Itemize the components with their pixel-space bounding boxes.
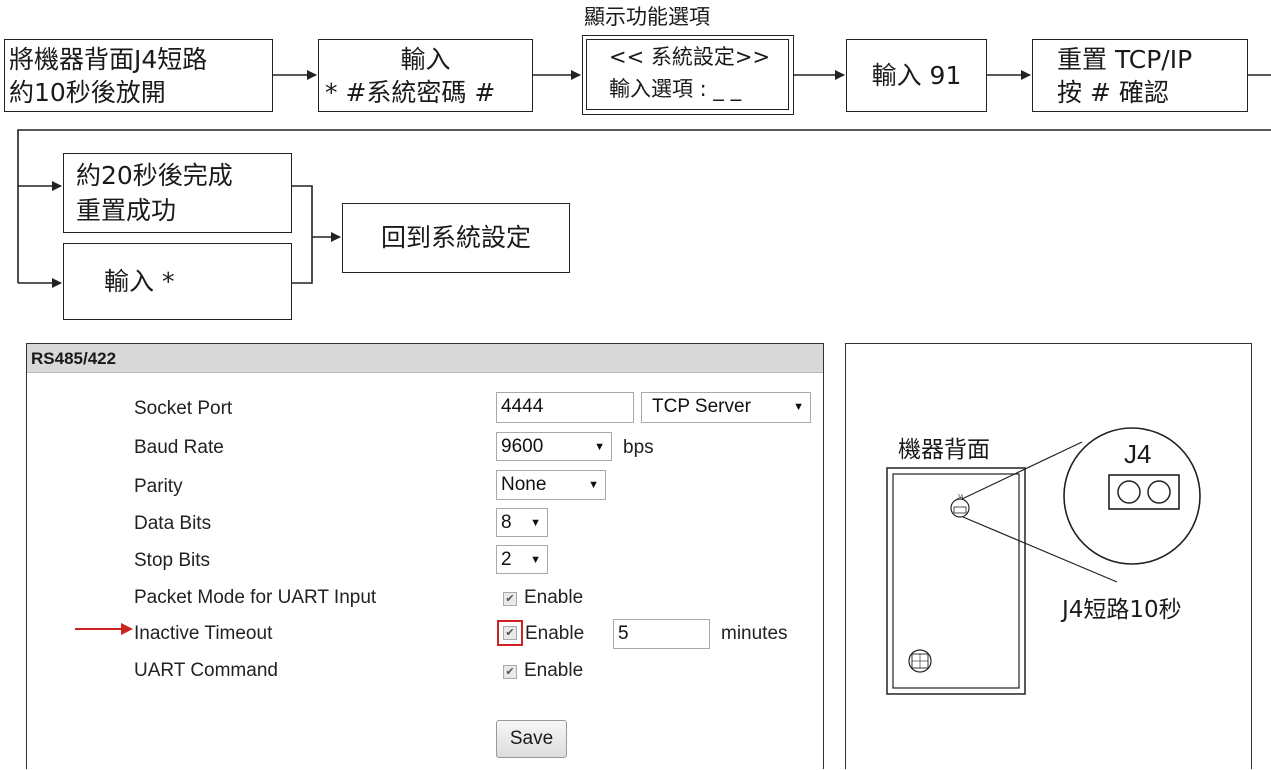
step2-line1: 輸入 [400, 45, 451, 74]
step2-box: 輸入 * #系統密碼 # [318, 39, 533, 112]
baud-rate-select[interactable]: 9600 ▼ [496, 432, 612, 461]
j4-zoom-circle [1063, 427, 1201, 565]
cancel-box: 輸入 * [63, 243, 292, 320]
j4-zoom-label: J4 [1124, 439, 1152, 469]
chevron-down-icon: ▼ [588, 479, 599, 491]
j4-small-text: J4 [956, 495, 964, 501]
j4-note: J4短路10秒 [1062, 597, 1182, 623]
baud-rate-value: 9600 [501, 436, 544, 457]
socket-port-input[interactable]: 4444 [496, 392, 634, 423]
baud-rate-label: Baud Rate [134, 437, 224, 458]
step3-line1: << 系統設定>> [609, 45, 771, 69]
stop-bits-select[interactable]: 2 ▼ [496, 545, 548, 574]
step2-line2: * #系統密碼 # [325, 78, 496, 107]
socket-mode-select[interactable]: TCP Server ▼ [641, 392, 811, 423]
step5-box: 重置 TCP/IP 按 # 確認 [1032, 39, 1248, 112]
parity-select[interactable]: None ▼ [496, 470, 606, 500]
device-back-panel: 機器背面 J4 J4 J4短路10秒 [845, 343, 1252, 769]
inactive-timeout-checkbox[interactable]: ✔ [503, 626, 517, 640]
step3-box: << 系統設定>> 輸入選項 : _ _ [582, 35, 794, 115]
chevron-down-icon: ▼ [594, 441, 605, 453]
panel-title: RS485/422 [27, 344, 823, 373]
device-inner-frame [892, 473, 1020, 689]
device-back-label: 機器背面 [898, 437, 990, 463]
step5-line2: 按 # 確認 [1057, 78, 1169, 107]
inactive-timeout-input[interactable]: 5 [613, 619, 710, 649]
final-line1: 回到系統設定 [380, 223, 531, 252]
data-bits-select[interactable]: 8 ▼ [496, 508, 548, 537]
step1-line1: 將機器背面J4短路 [9, 45, 208, 74]
j4-header [1108, 474, 1180, 510]
packet-mode-label: Packet Mode for UART Input [134, 587, 377, 608]
socket-port-label: Socket Port [134, 398, 233, 419]
chevron-down-icon: ▼ [793, 401, 804, 413]
uart-command-option: Enable [524, 660, 584, 681]
step3-caption: 顯示功能選項 [584, 5, 710, 29]
uart-command-label: UART Command [134, 660, 278, 681]
step3-line2: 輸入選項 : _ _ [609, 77, 742, 101]
wrap-line-2 [17, 129, 1271, 283]
red-arrow-indicator [75, 623, 133, 635]
socket-mode-value: TCP Server [652, 396, 751, 417]
chevron-down-icon: ▼ [530, 517, 541, 529]
uart-command-checkbox[interactable]: ✔ [503, 665, 517, 679]
packet-mode-checkbox[interactable]: ✔ [503, 592, 517, 606]
step1-line2: 約10秒後放開 [9, 78, 166, 107]
flow-connectors [17, 70, 1271, 288]
highlight-frame [497, 620, 523, 646]
stop-bits-label: Stop Bits [134, 550, 211, 571]
device-drawing [886, 427, 1201, 695]
step4-line1: 輸入 91 [871, 61, 962, 90]
step3-inner-frame: << 系統設定>> 輸入選項 : _ _ [586, 39, 789, 110]
data-bits-label: Data Bits [134, 513, 212, 534]
baud-unit: bps [623, 437, 654, 458]
parity-label: Parity [134, 476, 183, 497]
j4-small-header [953, 506, 967, 514]
stop-bits-value: 2 [501, 549, 512, 570]
packet-mode-option: Enable [524, 587, 584, 608]
step1-box: 將機器背面J4短路 約10秒後放開 [4, 39, 273, 112]
success-box: 約20秒後完成 重置成功 [63, 153, 292, 233]
j4-pin-1 [1117, 480, 1141, 504]
inactive-timeout-unit: minutes [721, 623, 788, 644]
chevron-down-icon: ▼ [530, 554, 541, 566]
zoom-line-bottom [962, 516, 1118, 583]
zoom-line-top [961, 441, 1083, 500]
success-line2: 重置成功 [76, 196, 177, 225]
rs485-settings-panel: RS485/422 Socket Port 4444 TCP Server ▼ … [26, 343, 824, 769]
j4-small-circle [950, 498, 970, 518]
inactive-timeout-option: Enable [525, 623, 585, 644]
parity-value: None [501, 474, 547, 495]
step4-box: 輸入 91 [846, 39, 987, 112]
data-bits-value: 8 [501, 512, 512, 533]
merge-bracket [292, 185, 313, 284]
cancel-line1: 輸入 * [104, 267, 175, 296]
final-box: 回到系統設定 [342, 203, 570, 273]
success-line1: 約20秒後完成 [76, 161, 233, 190]
device-outer-frame [886, 467, 1026, 695]
save-button[interactable]: Save [496, 720, 567, 758]
inactive-timeout-label: Inactive Timeout [134, 623, 273, 644]
step5-line1: 重置 TCP/IP [1057, 45, 1193, 74]
j4-pin-2 [1147, 480, 1171, 504]
